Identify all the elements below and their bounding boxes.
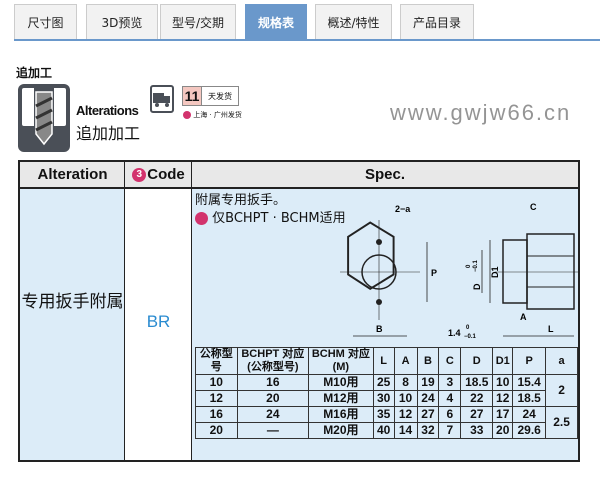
tab-underline (14, 39, 600, 41)
truck-icon (150, 85, 174, 113)
label-c: C (530, 202, 537, 212)
tab-model-delivery[interactable]: 型号/交期 (160, 4, 236, 39)
spec-note: 附属专用扳手。 仅BCHPT · BCHM适用 (195, 193, 346, 226)
header-alteration: Alteration (37, 166, 108, 183)
delivery-days-badge: 11 天发货 (182, 86, 239, 106)
days-label: 天发货 (208, 91, 232, 101)
alteration-drill-icon (18, 84, 70, 152)
divider (124, 162, 125, 460)
alteration-code[interactable]: BR (146, 312, 171, 331)
label-b: B (376, 324, 383, 334)
label-l: L (548, 324, 554, 334)
label-1-4: 1.4 (448, 328, 461, 338)
label-d-tol-lo: −0.1 (473, 259, 479, 272)
tab-3d-preview[interactable]: 3D预览 (86, 4, 158, 39)
notice-icon (195, 212, 208, 225)
tab-overview[interactable]: 概述/特性 (315, 4, 392, 39)
alterations-label: Alterations (76, 103, 139, 118)
label-d1: D1 (490, 266, 500, 278)
ship-from-text: 上海 · 广州发货 (193, 111, 242, 119)
label-p: P (431, 268, 437, 278)
ship-from: 上海 · 广州发货 (183, 110, 242, 120)
wrench-diagram: 2−a P B D 0 −0.1 D1 C A L 1.4 0 −0.1 (340, 202, 578, 340)
label-d: D (472, 283, 482, 290)
label-tol-up: 0 (466, 325, 470, 331)
alterations-cn-label: 追加加工 (76, 124, 141, 143)
watermark: www.gwjw66.cn (390, 100, 572, 125)
label-2a: 2−a (395, 204, 411, 214)
tab-spec-table[interactable]: 规格表 (245, 4, 307, 39)
divider (191, 162, 192, 460)
label-tol-lo: −0.1 (464, 334, 477, 340)
alteration-name: 专用扳手附属 (21, 292, 124, 312)
header-spec: Spec. (364, 166, 406, 183)
tab-catalog[interactable]: 产品目录 (400, 4, 474, 39)
location-pin-icon (183, 111, 191, 119)
tab-dimension-drawing[interactable]: 尺寸图 (14, 4, 77, 39)
code-column-bg (125, 189, 192, 460)
label-d-tol-up: 0 (466, 264, 472, 268)
label-a: A (520, 312, 527, 322)
days-number: 11 (183, 87, 202, 105)
section-title: 追加工 (16, 66, 53, 80)
step-3-icon: 3 (132, 167, 147, 182)
